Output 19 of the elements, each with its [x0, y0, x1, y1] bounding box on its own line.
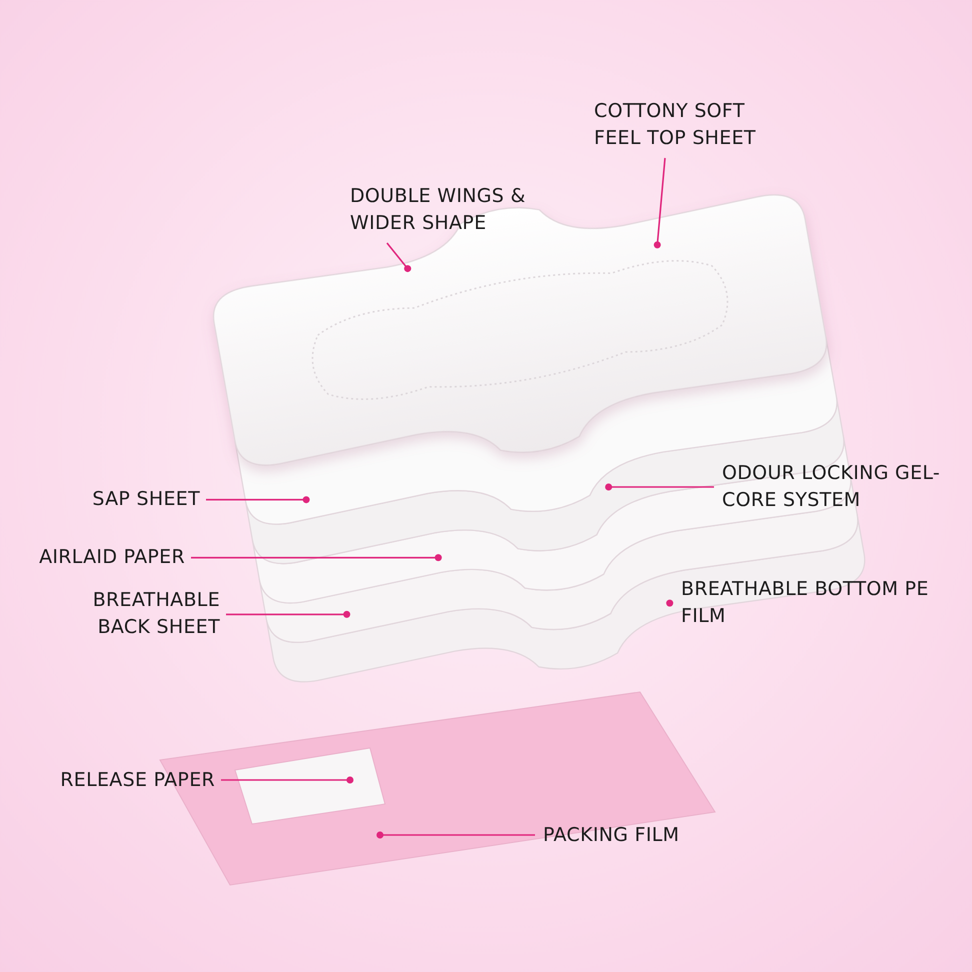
callout-label: PACKING FILM: [543, 822, 743, 848]
leader-line: [191, 554, 442, 562]
callout-label: BREATHABLE BACK SHEET: [70, 587, 220, 642]
leader-line: [654, 158, 666, 248]
callout-label: ODOUR LOCKING GEL-CORE SYSTEM: [722, 460, 952, 514]
leader-line: [605, 484, 714, 490]
callout-label: RELEASE PAPER: [25, 766, 215, 794]
leader-line: [386, 242, 412, 272]
callout-label: DOUBLE WINGS & WIDER SHAPE: [350, 183, 570, 237]
release-paper-strip: [234, 747, 386, 825]
callout-label: AIRLAID PAPER: [5, 544, 185, 572]
callout-label: COTTONY SOFT FEEL TOP SHEET: [594, 98, 794, 152]
leader-line: [206, 496, 310, 504]
leader-line: [666, 600, 674, 607]
callout-label: BREATHABLE BOTTOM PE FILM: [681, 576, 941, 630]
leader-line: [226, 610, 350, 618]
callout-label: SAP SHEET: [50, 486, 200, 514]
leader-line: [376, 832, 535, 838]
leader-line: [221, 776, 354, 784]
